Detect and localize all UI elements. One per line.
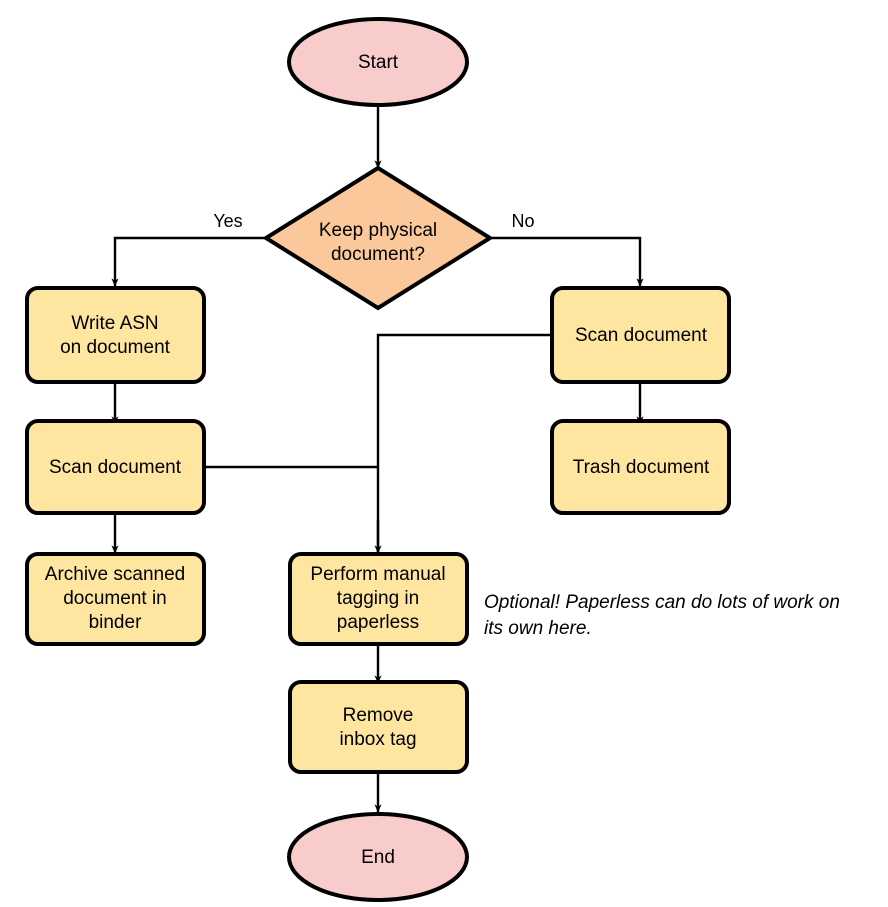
- note-optional-paperless: Optional! Paperless can do lots of work …: [484, 592, 840, 639]
- node-archive-scanned-document[interactable]: Archive scanned document in binder: [25, 552, 206, 646]
- note-line2: its own here.: [484, 618, 592, 639]
- write-asn-box: [25, 286, 206, 384]
- note-line1: Optional! Paperless can do lots of work …: [484, 592, 840, 613]
- archive-box: [25, 552, 206, 646]
- edge-label-yes: Yes: [213, 211, 242, 231]
- node-start[interactable]: Start: [287, 17, 469, 107]
- node-end[interactable]: End: [287, 812, 469, 902]
- scan-document-left-label: Scan document: [49, 457, 182, 478]
- end-ellipse: [287, 812, 469, 902]
- remove-inbox-tag-label-line1: Remove: [343, 705, 414, 726]
- decision-label-line2: document?: [331, 244, 425, 265]
- node-write-asn-on-document[interactable]: Write ASN on document: [25, 286, 206, 384]
- scan-document-left-box: [25, 419, 206, 515]
- connector-decision-yes-to-write-asn: [111, 236, 266, 287]
- edge-label-no: No: [511, 211, 534, 231]
- trash-document-box: [550, 419, 731, 515]
- connector-scan-right-to-merge: [376, 333, 552, 553]
- remove-inbox-tag-label-line2: inbox tag: [339, 729, 416, 750]
- node-scan-document-right[interactable]: Scan document: [550, 286, 731, 384]
- write-asn-label-line1: Write ASN: [71, 313, 158, 334]
- end-label: End: [361, 847, 395, 868]
- tagging-label-line3: paperless: [337, 612, 419, 633]
- node-remove-inbox-tag[interactable]: Remove inbox tag: [288, 680, 469, 774]
- decision-diamond: [262, 165, 494, 311]
- write-asn-label-line2: on document: [60, 337, 171, 358]
- archive-label-line2: document in: [63, 588, 167, 609]
- archive-label-line3: binder: [89, 612, 142, 633]
- tagging-box: [288, 552, 469, 646]
- decision-label-line1: Keep physical: [319, 220, 437, 241]
- scan-document-right-box: [550, 286, 731, 384]
- connector-decision-no-to-scan-right: [490, 236, 644, 287]
- tagging-label-line2: tagging in: [337, 588, 419, 609]
- start-ellipse: [287, 17, 469, 107]
- node-trash-document[interactable]: Trash document: [550, 419, 731, 515]
- scan-document-right-label: Scan document: [575, 325, 708, 346]
- node-decision-keep-physical-document[interactable]: Keep physical document?: [262, 165, 494, 311]
- node-scan-document-left[interactable]: Scan document: [25, 419, 206, 515]
- start-label: Start: [358, 52, 399, 73]
- trash-document-label: Trash document: [573, 457, 710, 478]
- remove-inbox-tag-box: [288, 680, 469, 774]
- node-perform-manual-tagging[interactable]: Perform manual tagging in paperless: [288, 552, 469, 646]
- tagging-label-line1: Perform manual: [310, 564, 445, 585]
- archive-label-line1: Archive scanned: [45, 564, 185, 585]
